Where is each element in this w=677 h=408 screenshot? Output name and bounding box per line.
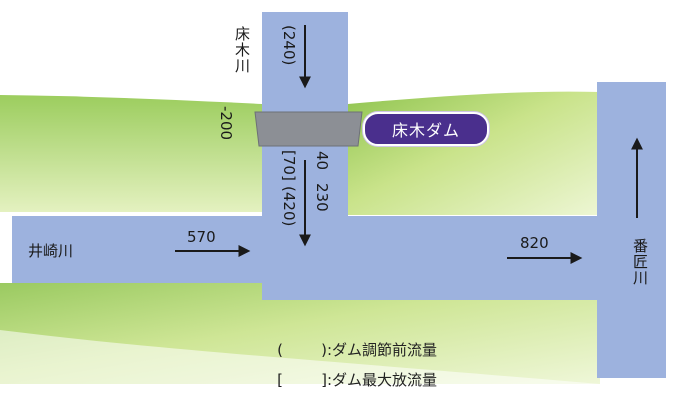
land-lower-fade: [0, 330, 600, 384]
isaki-river-label: 井崎川: [28, 242, 74, 260]
land-upper-right: [348, 91, 600, 215]
legend-paren-text: :ダム調節前流量: [326, 341, 437, 359]
isaki-flow-value: 570: [187, 228, 216, 246]
downstream-value: 230: [313, 183, 331, 212]
banjo-flow-value: 820: [520, 234, 549, 252]
legend-max-release: [ ]:ダム最大放流量: [258, 351, 437, 408]
tokoki-inflow-value: (240): [280, 25, 298, 66]
dam-max-release-value: [70]: [280, 150, 298, 181]
dam-structure: [254, 111, 363, 147]
legend-before-dam: ( ):ダム調節前流量: [258, 321, 437, 378]
legend-bracket-text: :ダム最大放流量: [326, 371, 437, 389]
tokoki-river-label: 床木川: [233, 26, 251, 74]
downstream-before-dam-value: (420): [280, 186, 298, 227]
land-upper: [0, 95, 262, 212]
dam-name-badge: 床木ダム: [363, 112, 489, 146]
flow-diagram: 床木川 井崎川 番匠川 床木ダム (240) -200 40 [70] 230 …: [0, 12, 666, 389]
banjo-river: [597, 82, 666, 378]
legend-paren-mark: ( ): [277, 341, 327, 359]
dam-cut-value: -200: [217, 106, 235, 141]
below-dam-value: 40: [313, 151, 331, 171]
banjo-river-label: 番匠川: [631, 238, 649, 286]
legend-bracket-mark: [ ]: [277, 371, 327, 389]
